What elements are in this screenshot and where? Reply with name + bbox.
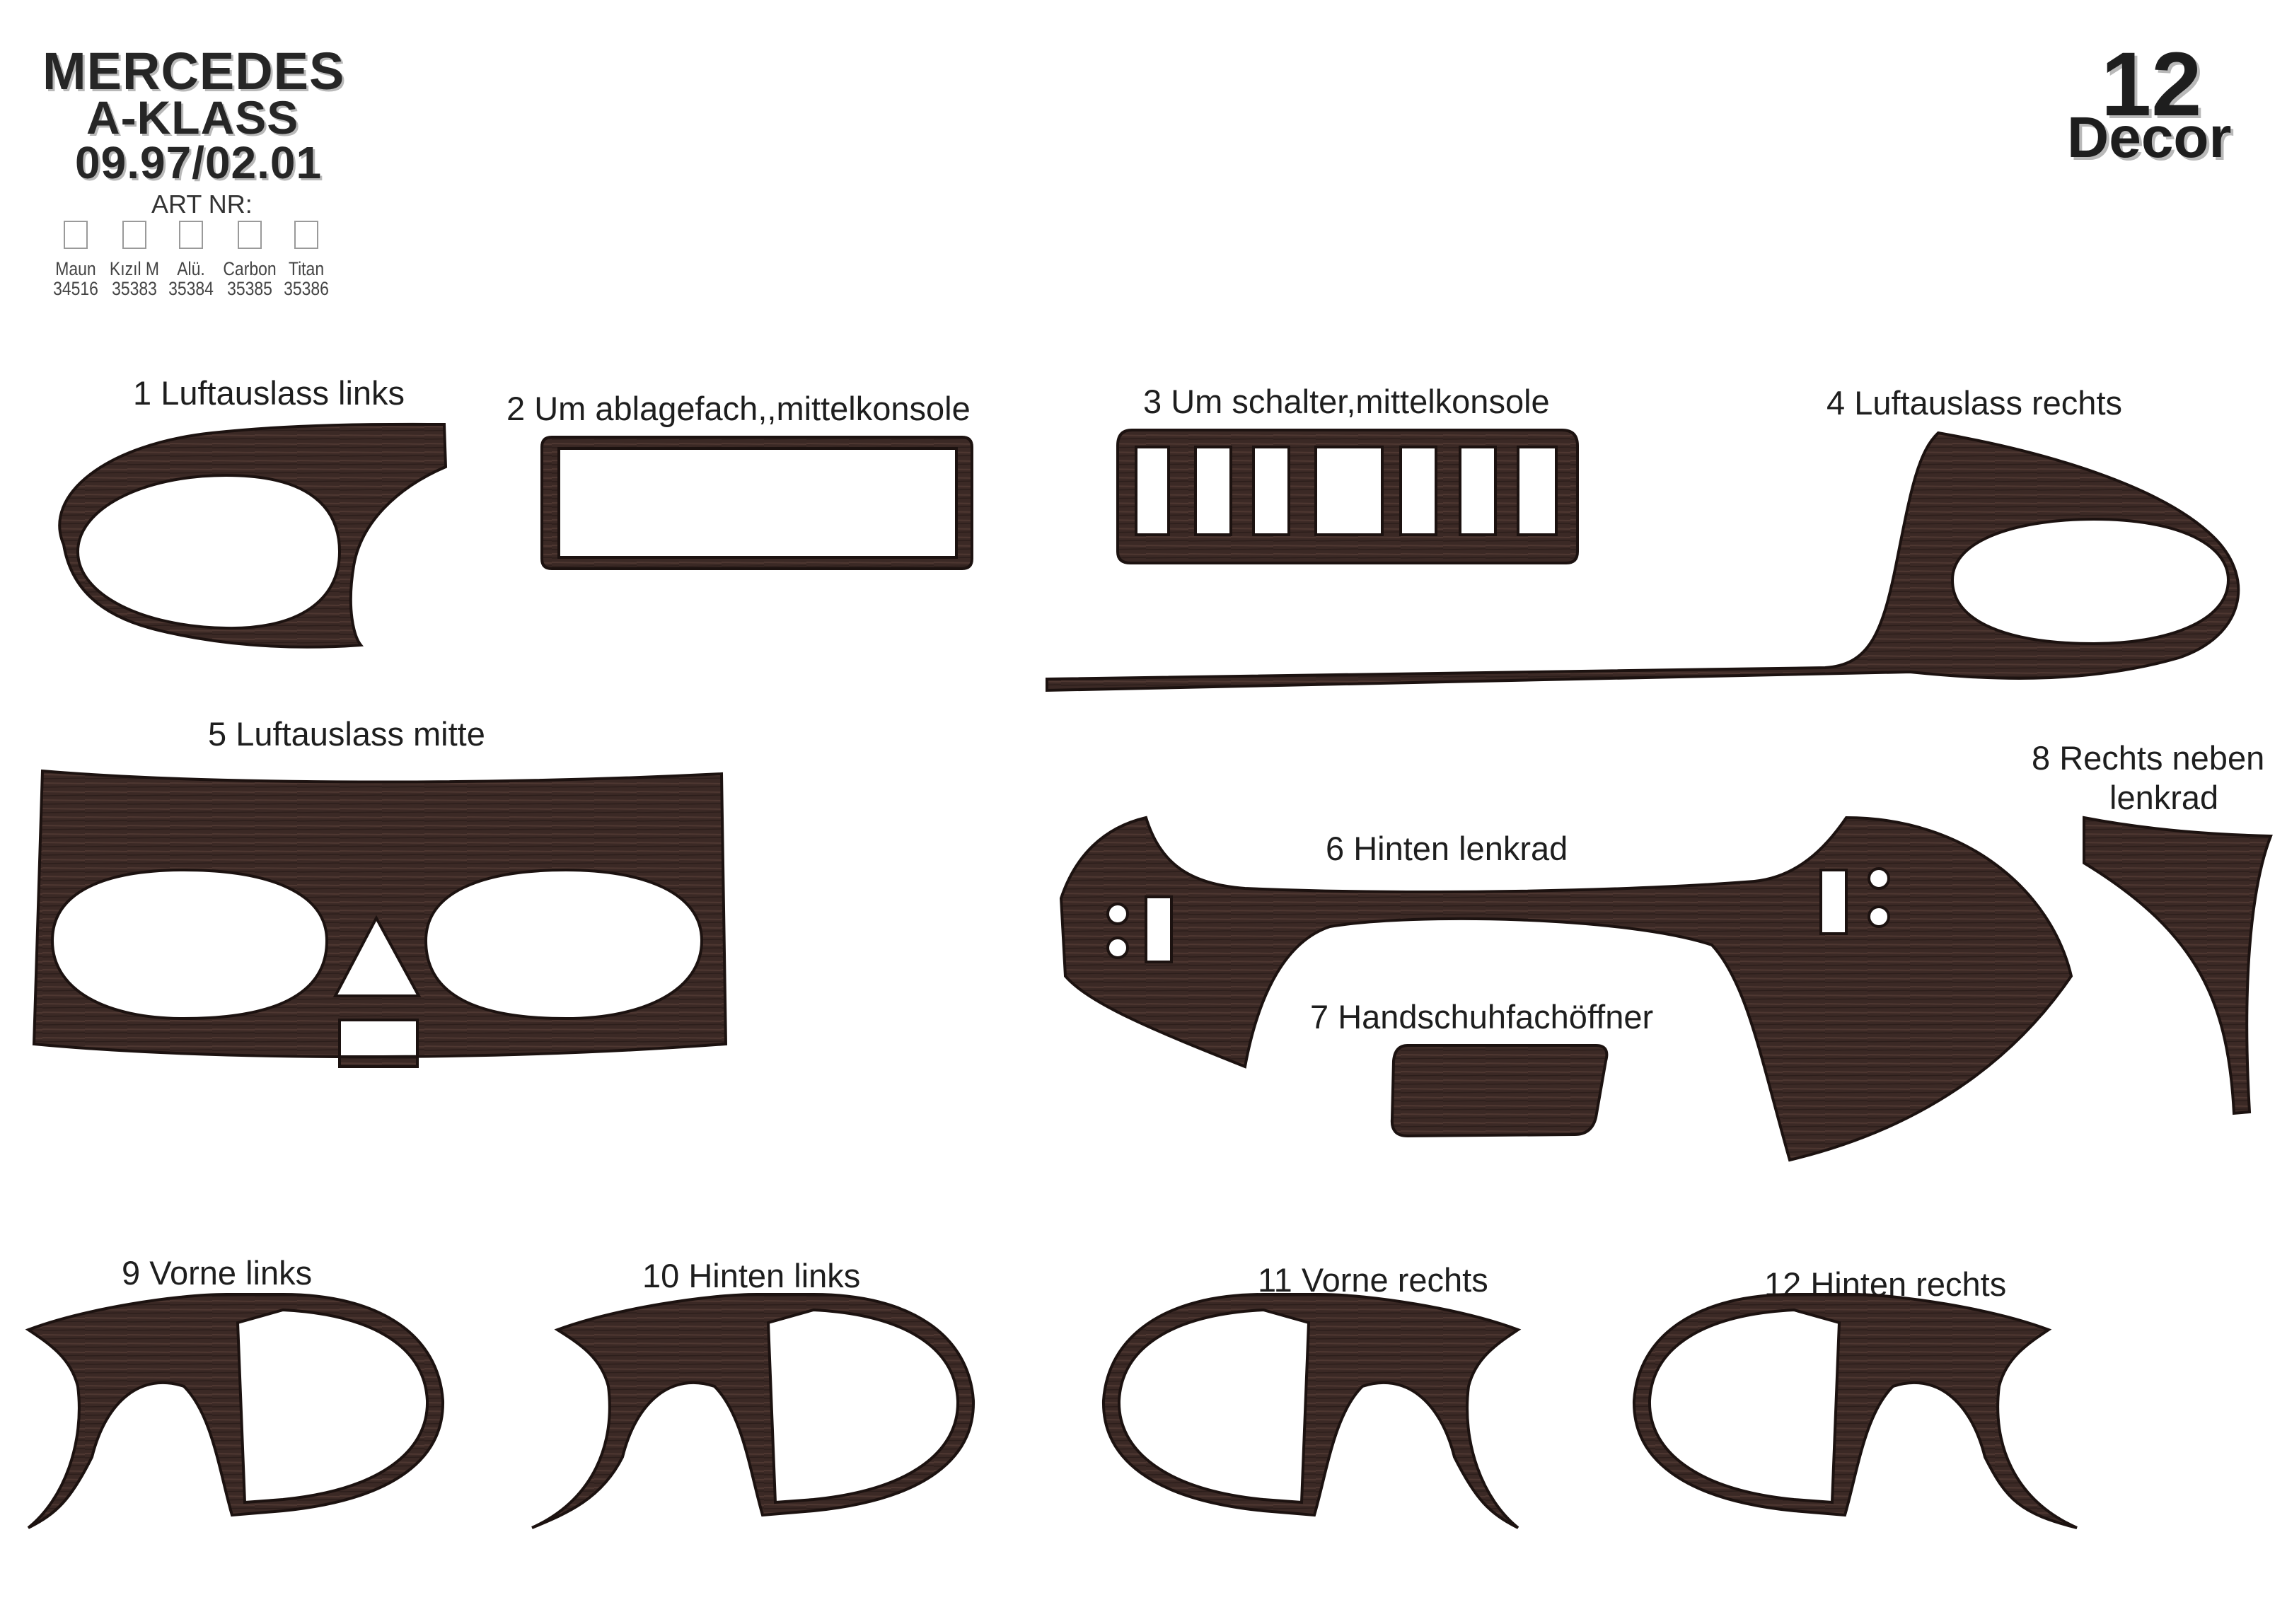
part-label-2: 2 Um ablagefach,,mittelkonsole — [506, 390, 971, 427]
part-label-7: 7 Handschuhfachöffner — [1310, 998, 1654, 1036]
option-code: 35385 — [227, 278, 272, 299]
option-code: 34516 — [53, 278, 98, 299]
option-checkbox[interactable] — [179, 221, 203, 249]
option-checkbox[interactable] — [294, 221, 318, 249]
brand-title: MERCEDES — [42, 42, 345, 100]
decor-count: 12 — [2101, 34, 2202, 135]
art-nr-label: ART NR: — [151, 190, 253, 219]
option-code: 35383 — [112, 278, 157, 299]
option-name: Kızıl M — [109, 258, 160, 279]
model-title: A-KLASS — [86, 91, 299, 144]
part-label-11: 11 Vorne rechts — [1258, 1261, 1488, 1299]
part-10-shape — [531, 1293, 975, 1529]
part-label-8-line2: lenkrad — [2109, 779, 2219, 816]
option-name: Maun — [55, 258, 96, 279]
part-7-shape — [1390, 1044, 1609, 1138]
option-code: 35384 — [168, 278, 214, 299]
part-6-shape — [1059, 816, 2073, 1162]
part-5-shape — [32, 769, 728, 1068]
model-years: 09.97/02.01 — [75, 137, 323, 188]
part-label-3: 3 Um schalter,mittelkonsole — [1143, 383, 1550, 420]
part-label-5: 5 Luftauslass mitte — [208, 715, 485, 753]
option-checkbox[interactable] — [122, 221, 146, 249]
part-1-shape — [58, 422, 448, 649]
part-label-8-line1: 8 Rechts neben — [2032, 739, 2265, 777]
part-2-shape — [540, 436, 973, 570]
option-code: 35386 — [284, 278, 329, 299]
option-name: Carbon — [223, 258, 277, 279]
option-carbon[interactable]: Carbon 35385 — [218, 221, 282, 298]
part-12-shape — [1632, 1293, 2078, 1529]
part-3-shape — [1116, 429, 1579, 564]
option-kizil-m[interactable]: Kızıl M 35383 — [103, 221, 166, 298]
decor-label: Decor — [2067, 105, 2232, 170]
option-name: Titan — [288, 258, 325, 279]
part-label-6: 6 Hinten lenkrad — [1326, 830, 1568, 867]
part-4-shape — [1046, 431, 2240, 692]
part-label-10: 10 Hinten links — [642, 1257, 861, 1294]
option-name: Alü. — [177, 258, 205, 279]
part-label-4: 4 Luftauslass rechts — [1826, 384, 2122, 422]
option-alu[interactable]: Alü. 35384 — [159, 221, 223, 298]
part-label-1: 1 Luftauslass links — [133, 374, 405, 412]
part-label-9: 9 Vorne links — [122, 1254, 313, 1292]
part-8-shape — [2083, 816, 2273, 1115]
option-maun[interactable]: Maun 34516 — [44, 221, 108, 298]
option-checkbox[interactable] — [64, 221, 88, 249]
option-titan[interactable]: Titan 35386 — [274, 221, 338, 298]
option-checkbox[interactable] — [238, 221, 262, 249]
part-9-shape — [25, 1293, 445, 1529]
part-11-shape — [1101, 1293, 1522, 1529]
